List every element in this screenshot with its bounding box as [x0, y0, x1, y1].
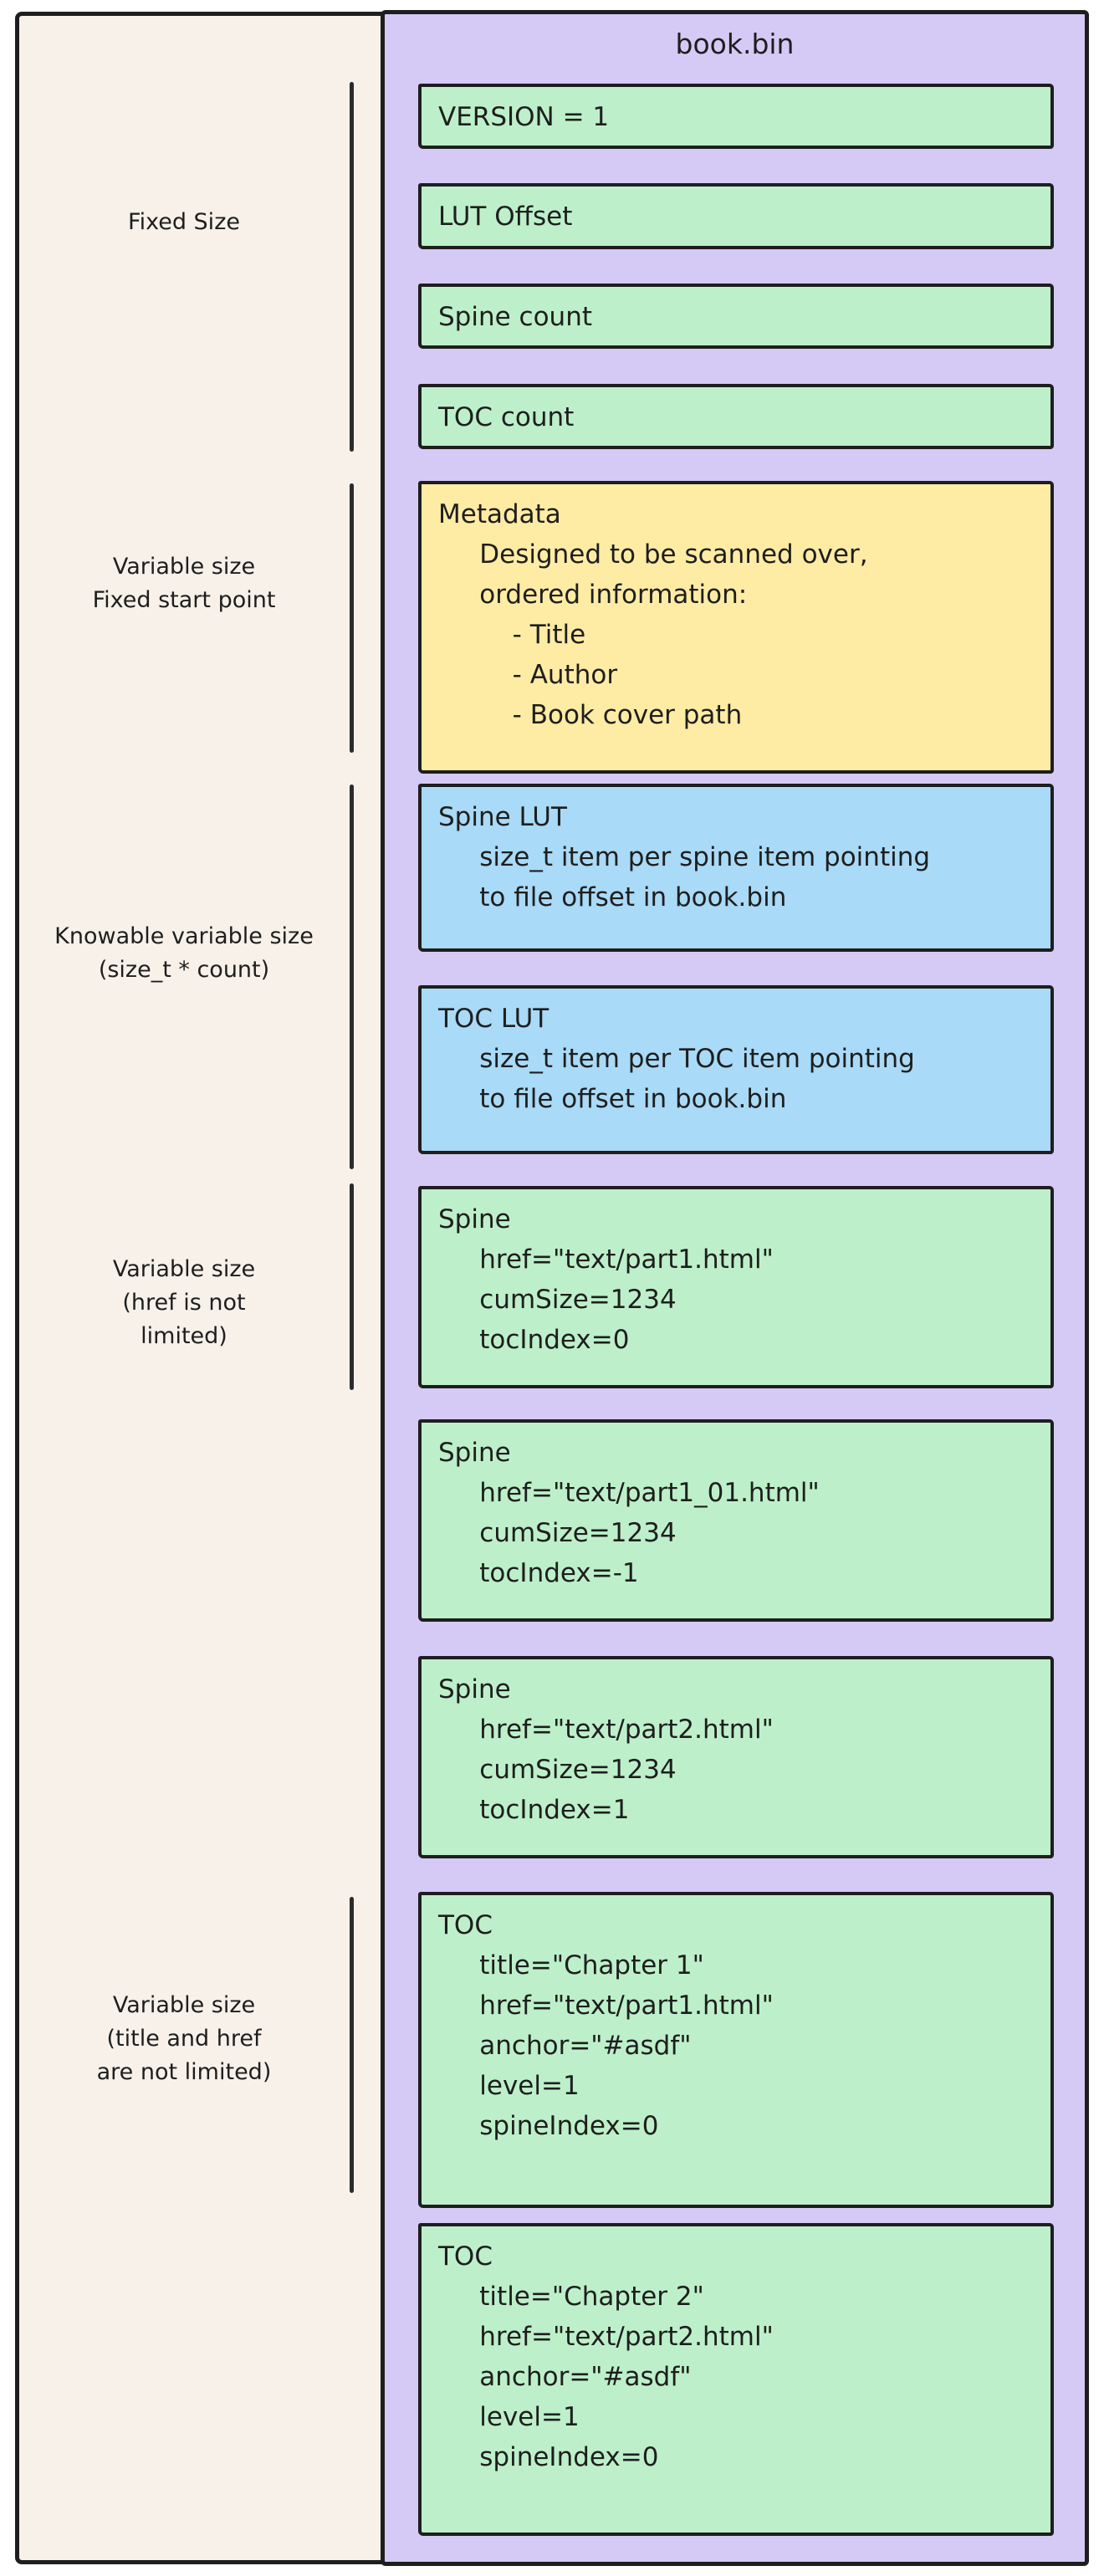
bracket-variable-href — [350, 1183, 354, 1390]
box-spine-count: Spine count — [418, 284, 1054, 349]
box-spine-2: Spine href="text/part1_01.html" cumSize=… — [418, 1419, 1054, 1622]
label-variable-href: Variable size (href is not limited) — [112, 1256, 256, 1349]
book-bin-container: book.bin VERSION = 1 LUT Offset Spine co… — [381, 10, 1089, 2566]
label-variable-fixed-start: Variable size Fixed start point — [92, 554, 276, 613]
label-knowable-variable: Knowable variable size (size_t * count) — [54, 923, 314, 983]
box-toc-lut: TOC LUT size_t item per TOC item pointin… — [418, 985, 1054, 1154]
box-toc-2: TOC title="Chapter 2" href="text/part2.h… — [418, 2223, 1054, 2536]
book-bin-title: book.bin — [675, 28, 795, 60]
box-spine-1: Spine href="text/part1.html" cumSize=123… — [418, 1186, 1054, 1388]
bracket-variable-title-href — [350, 1897, 354, 2193]
box-spine-lut: Spine LUT size_t item per spine item poi… — [418, 784, 1054, 952]
label-variable-title-href: Variable size (title and href are not li… — [96, 1992, 272, 2085]
label-fixed-size: Fixed Size — [128, 209, 240, 235]
bracket-variable-fixed-start — [350, 483, 354, 753]
bracket-fixed-size — [350, 82, 354, 452]
box-spine-3: Spine href="text/part2.html" cumSize=123… — [418, 1656, 1054, 1858]
box-toc-count: TOC count — [418, 384, 1054, 449]
left-panel — [15, 12, 393, 2564]
box-metadata: Metadata Designed to be scanned over, or… — [418, 481, 1054, 774]
bracket-knowable-variable — [350, 785, 354, 1169]
box-toc-1: TOC title="Chapter 1" href="text/part1.h… — [418, 1892, 1054, 2208]
box-version: VERSION = 1 — [418, 84, 1054, 149]
box-lut-offset: LUT Offset — [418, 183, 1054, 249]
